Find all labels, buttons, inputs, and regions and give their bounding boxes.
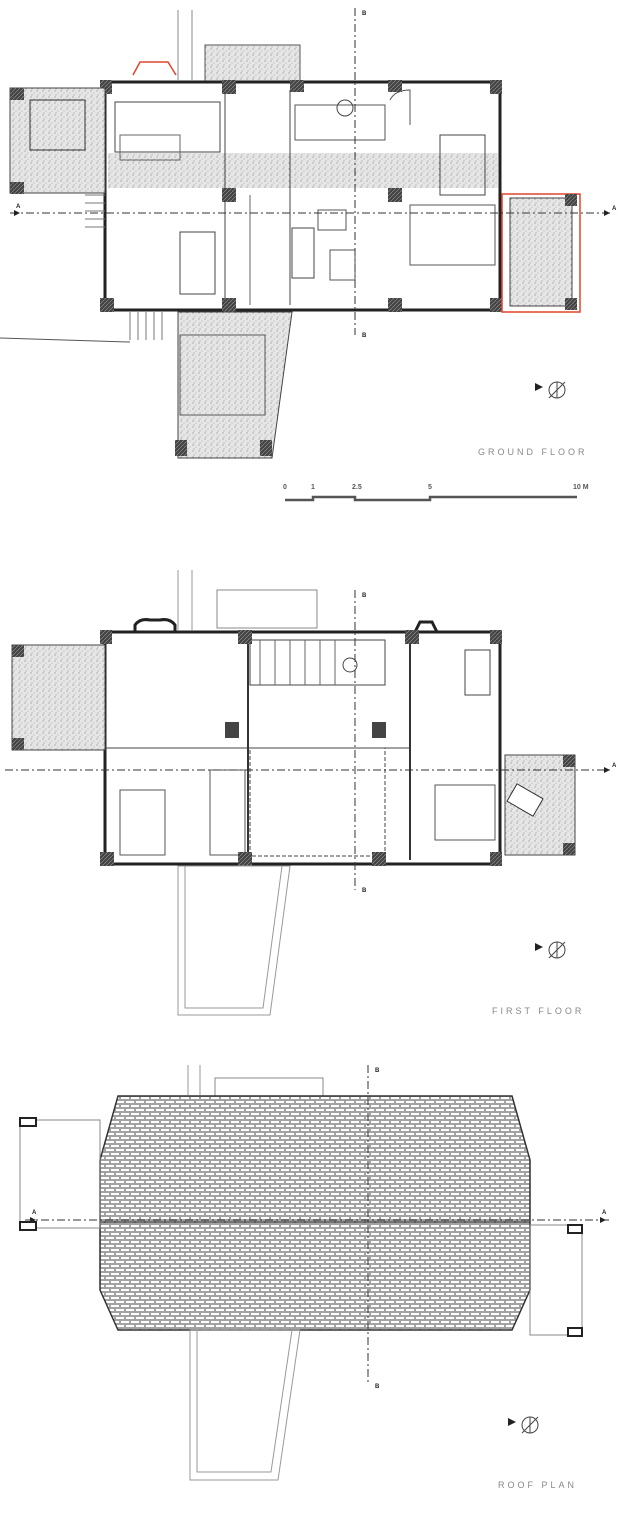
- section-label-b: B: [362, 333, 367, 339]
- highlight-terrace: [501, 193, 581, 313]
- scale-tick: 1: [311, 484, 315, 491]
- scale-bar: 0 1 2.5 5 10 M: [283, 484, 589, 502]
- scale-tick: 5: [428, 484, 432, 491]
- plan-title: ROOF PLAN: [498, 1480, 577, 1490]
- section-label-b: B: [362, 593, 367, 599]
- plan-title: FIRST FLOOR: [492, 1006, 584, 1016]
- section-label-b: B: [375, 1068, 380, 1074]
- highlight-bay: [132, 61, 177, 76]
- first-floor-plan: A B B FIRST FLOOR: [5, 570, 617, 1016]
- section-label-a: A: [32, 1210, 37, 1216]
- section-label-b: B: [362, 11, 367, 17]
- section-label-b: B: [362, 888, 367, 894]
- plan-title: GROUND FLOOR: [478, 447, 588, 457]
- section-label-a: A: [612, 763, 617, 769]
- ground-floor-plan: A A B B GROUND FLOOR 0 1 2.5 5 10 M: [0, 8, 617, 502]
- section-label-a: A: [16, 204, 21, 210]
- section-label-a: A: [612, 206, 617, 212]
- scale-tick: 0: [283, 484, 287, 491]
- scale-tick: 2.5: [352, 484, 362, 491]
- section-label-a: A: [602, 1210, 607, 1216]
- north-arrow-icon: [535, 941, 566, 959]
- section-label-b: B: [375, 1384, 380, 1390]
- north-arrow-icon: [508, 1416, 539, 1434]
- roof-plan: A A B B ROOF PLAN: [19, 1065, 610, 1490]
- scale-tick: 10 M: [573, 484, 589, 491]
- north-arrow-icon: [535, 381, 566, 399]
